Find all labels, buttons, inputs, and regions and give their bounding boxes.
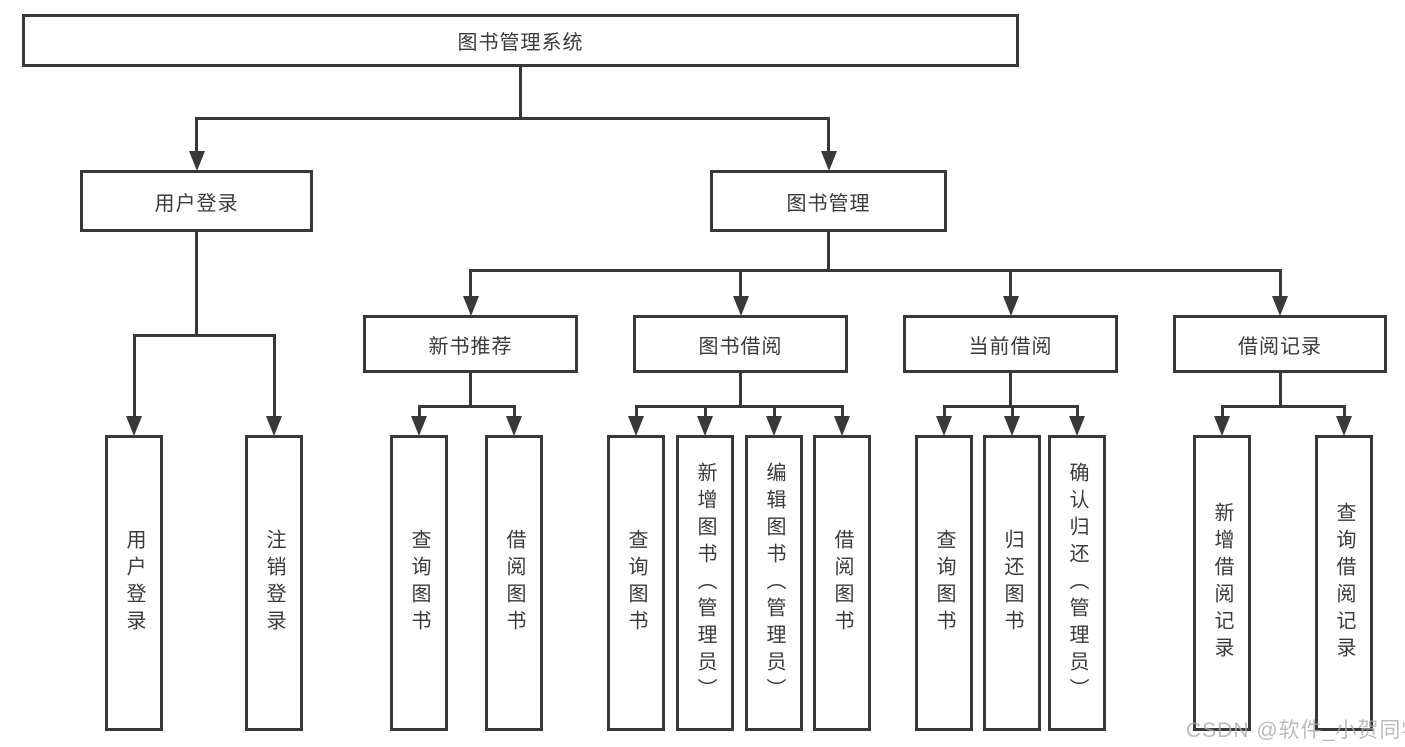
node-new-book-recommend: 新书推荐 (363, 315, 578, 373)
connector-line (827, 118, 830, 152)
node-label: 图书管理系统 (457, 32, 584, 54)
connector-line (195, 118, 198, 152)
arrow-down-icon (732, 296, 749, 316)
node-book-management: 图书管理 (710, 170, 947, 232)
arrow-down-icon (628, 416, 644, 436)
arrow-down-icon (411, 416, 427, 436)
connector-line (132, 335, 136, 417)
connector-line (739, 373, 742, 406)
node-label: 查询图书 (408, 529, 430, 637)
connector-line (195, 232, 198, 335)
connector-line (132, 333, 276, 337)
node-label: 当前借阅 (968, 335, 1053, 358)
node-label: 借阅图书 (831, 529, 853, 637)
connector-line (942, 406, 946, 417)
node-label: 查询借阅记录 (1333, 502, 1355, 664)
arrow-down-icon (834, 416, 850, 436)
connector-line (1009, 270, 1012, 297)
arrow-down-icon (1214, 416, 1230, 436)
node-borrow-records: 借阅记录 (1173, 315, 1387, 373)
node-label: 用户登录 (123, 529, 145, 637)
node-return-books: 归还图书 (983, 435, 1041, 731)
connector-line (772, 406, 776, 417)
connector-line (519, 67, 522, 118)
arrow-down-icon (506, 416, 522, 436)
connector-line (1278, 270, 1282, 297)
arrow-down-icon (766, 416, 782, 436)
arrow-down-icon (1004, 416, 1020, 436)
node-user-login-leaf: 用户登录 (105, 435, 163, 731)
connector-line (417, 406, 421, 417)
node-borrow-books-1: 借阅图书 (485, 435, 543, 731)
node-label: 查询图书 (933, 529, 955, 637)
arrow-down-icon (1069, 416, 1085, 436)
connector-line (827, 232, 830, 270)
node-logout: 注销登录 (245, 435, 303, 731)
node-query-books-1: 查询图书 (390, 435, 448, 731)
connector-line (840, 406, 844, 417)
node-current-borrow: 当前借阅 (903, 315, 1118, 373)
node-label: 用户登录 (154, 192, 239, 215)
node-label: 新书推荐 (428, 335, 513, 358)
arrow-down-icon (126, 416, 142, 436)
node-label: 确认归还（管理员） (1066, 461, 1088, 705)
connector-line (195, 116, 830, 120)
node-user-login: 用户登录 (80, 170, 313, 232)
node-label: 编辑图书（管理员） (763, 461, 785, 705)
node-query-books-2: 查询图书 (607, 435, 665, 731)
node-label: 图书借阅 (698, 335, 783, 358)
node-label: 借阅记录 (1238, 335, 1322, 358)
node-add-borrow-record: 新增借阅记录 (1193, 435, 1251, 731)
node-borrow-books-2: 借阅图书 (813, 435, 871, 731)
arrow-down-icon (188, 151, 205, 171)
watermark: CSDN @软件_小贺同学 (1186, 719, 1405, 742)
node-query-borrow-record: 查询借阅记录 (1315, 435, 1373, 731)
node-label: 新增借阅记录 (1211, 502, 1233, 664)
node-label: 新增图书（管理员） (694, 461, 716, 705)
arrow-down-icon (462, 296, 479, 316)
node-add-books: 新增图书（管理员） (676, 435, 734, 731)
node-query-books-3: 查询图书 (915, 435, 973, 731)
arrow-down-icon (697, 416, 713, 436)
node-label: 归还图书 (1001, 529, 1023, 637)
arrow-down-icon (1272, 296, 1288, 316)
node-root: 图书管理系统 (22, 14, 1019, 67)
connector-line (1220, 404, 1346, 408)
node-label: 查询图书 (625, 529, 647, 637)
node-confirm-return: 确认归还（管理员） (1048, 435, 1106, 731)
node-label: 注销登录 (263, 529, 285, 637)
connector-line (1009, 373, 1012, 406)
connector-line (469, 270, 472, 297)
node-book-borrow: 图书借阅 (633, 315, 848, 373)
connector-line (417, 404, 516, 408)
connector-line (634, 404, 844, 408)
arrow-down-icon (266, 416, 282, 436)
connector-line (469, 373, 472, 406)
connector-line (1342, 406, 1346, 417)
connector-line (739, 270, 742, 297)
connector-line (1220, 406, 1224, 417)
connector-line (1010, 406, 1014, 417)
arrow-down-icon (820, 151, 837, 171)
node-label: 借阅图书 (503, 529, 525, 637)
connector-line (1278, 373, 1282, 406)
connector-line (512, 406, 516, 417)
node-label: 图书管理 (786, 192, 871, 215)
node-edit-books: 编辑图书（管理员） (745, 435, 803, 731)
connector-line (703, 406, 707, 417)
arrow-down-icon (936, 416, 952, 436)
connector-line (1075, 406, 1079, 417)
connector-line (272, 335, 276, 417)
arrow-down-icon (1336, 416, 1352, 436)
connector-line (469, 268, 1282, 272)
connector-line (634, 406, 638, 417)
arrow-down-icon (1002, 296, 1019, 316)
